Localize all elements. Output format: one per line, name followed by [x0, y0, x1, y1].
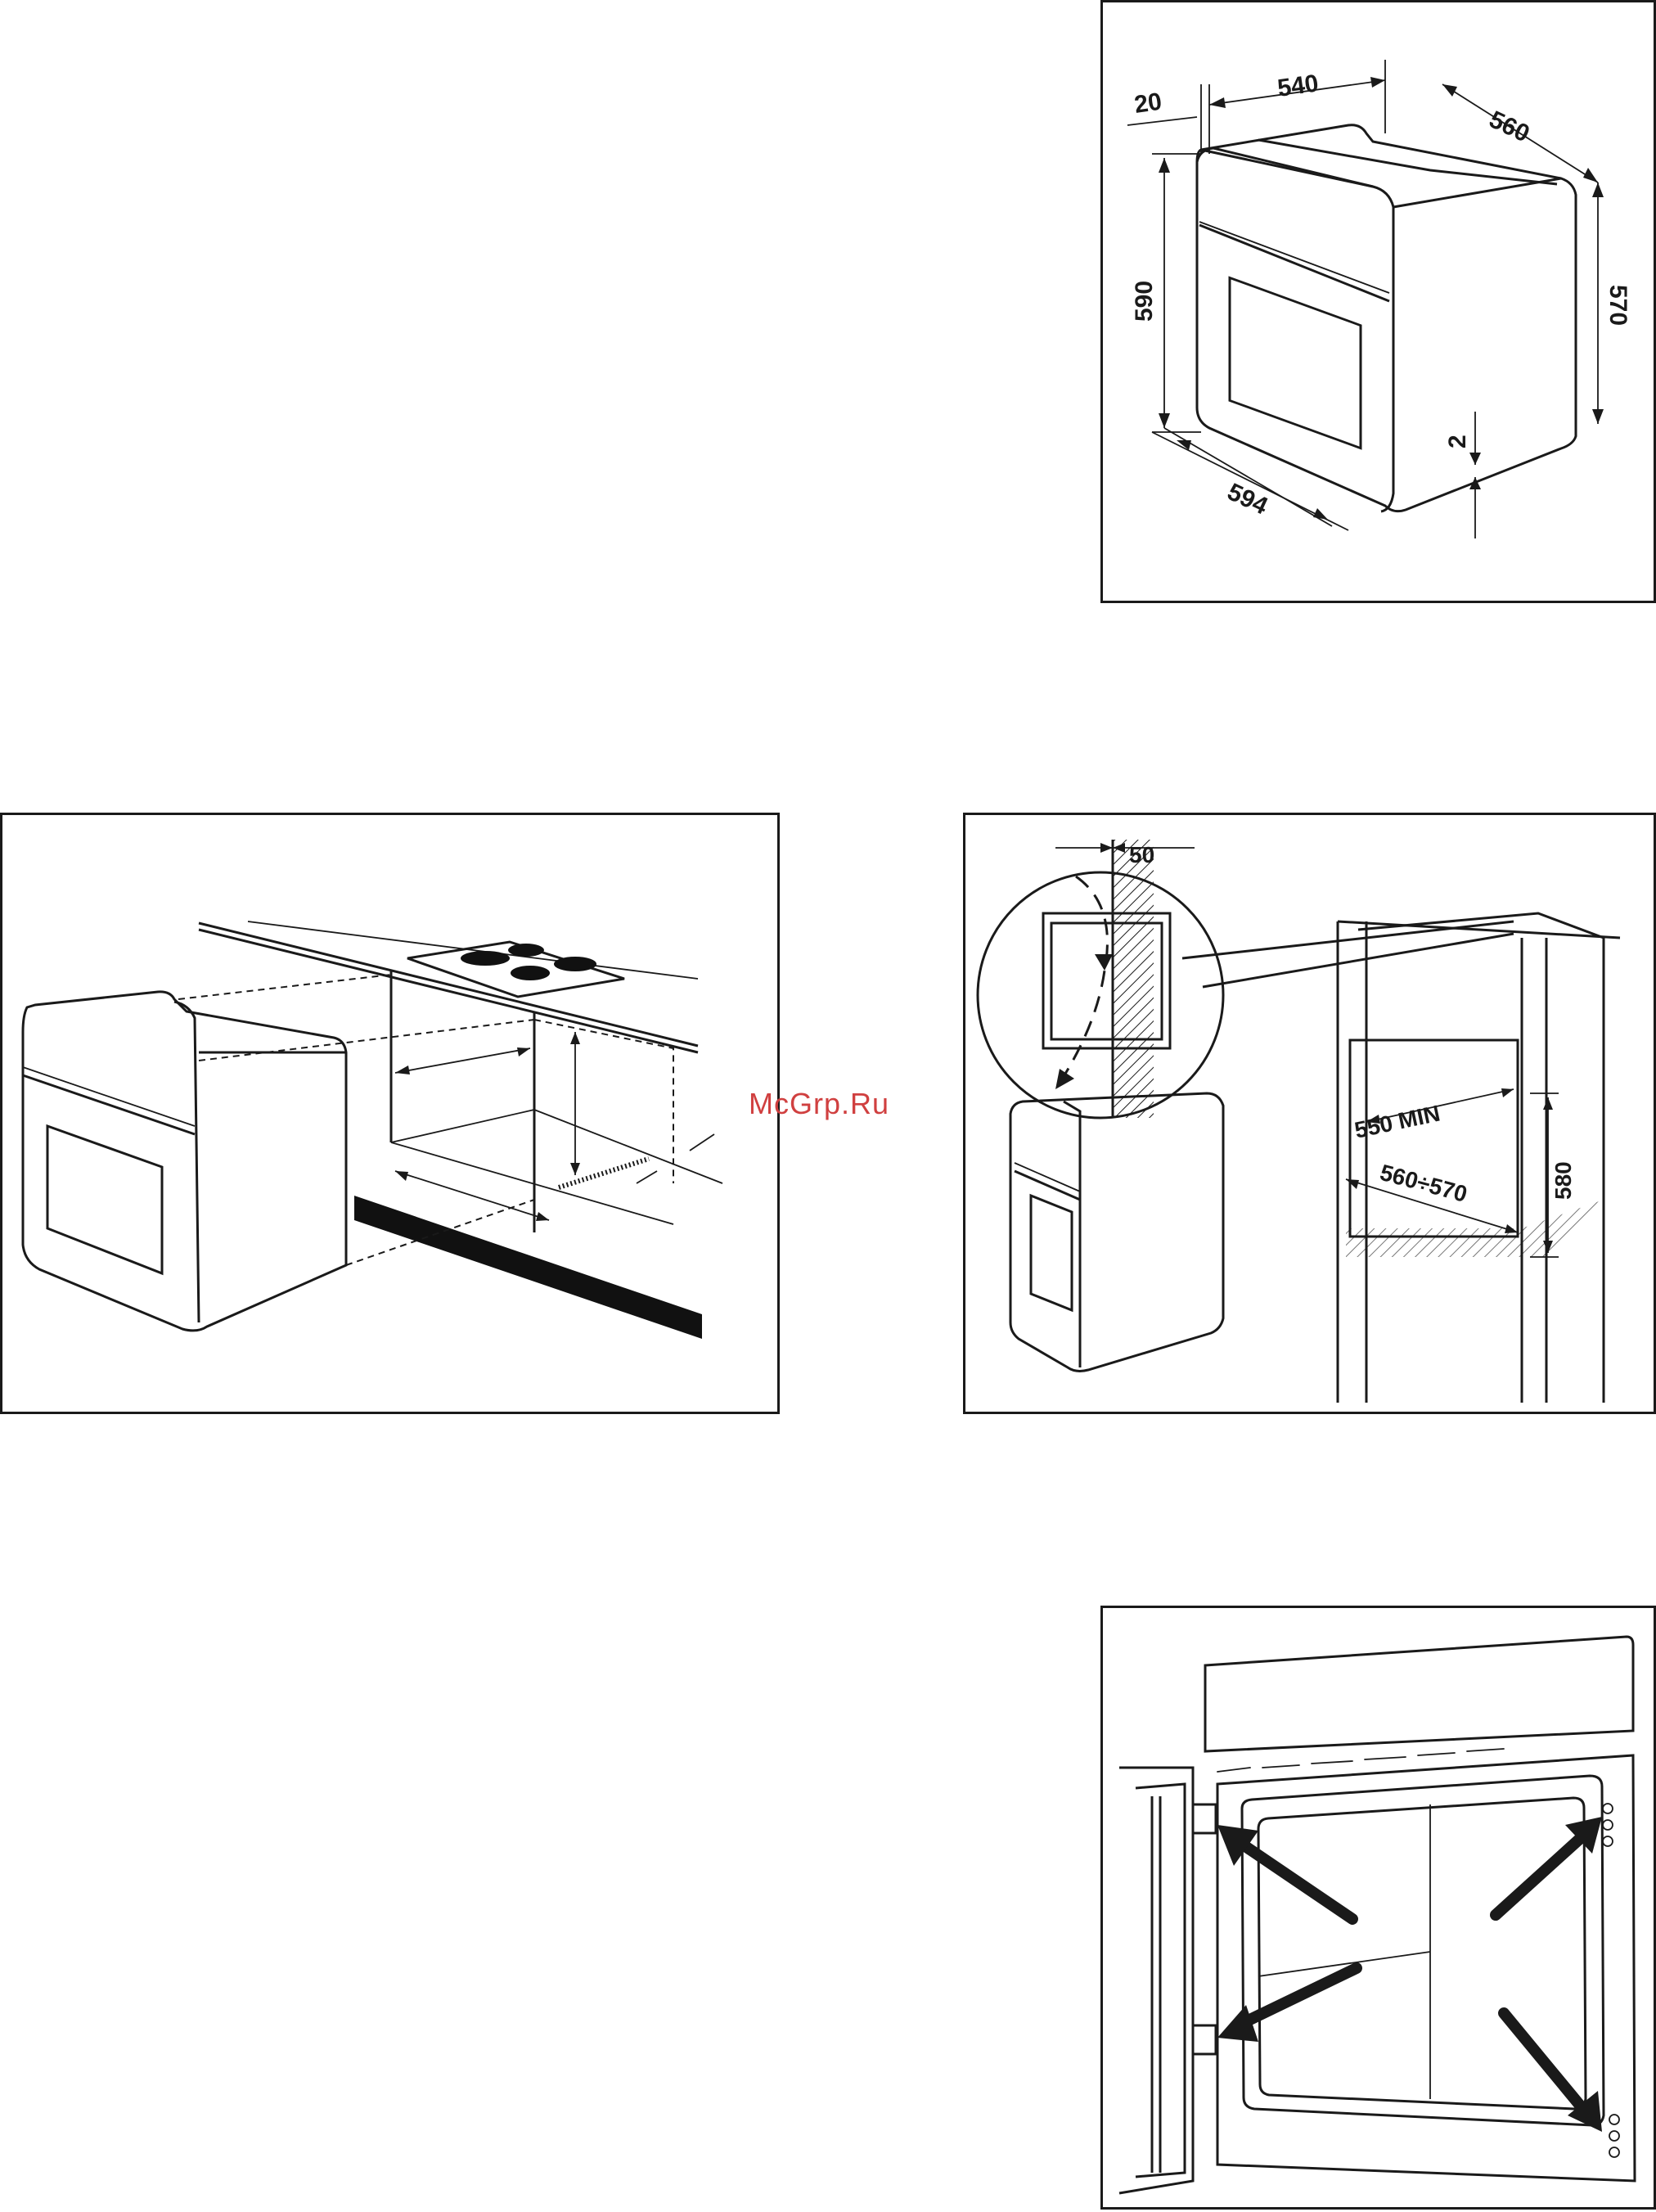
oven-fixing-points-panel [1100, 1606, 1656, 2210]
dim-20-label: 20 [1132, 88, 1163, 119]
dim-540-label: 540 [1276, 70, 1320, 102]
dim-2-label: 2 [1444, 435, 1471, 448]
column-installation-panel: 50 550 MIN 580 560÷570 [963, 813, 1656, 1414]
dim-560-label: 560 [1485, 106, 1533, 147]
undercounter-installation-panel [0, 813, 780, 1414]
dim-560-570-label: 560÷570 [1377, 1160, 1469, 1207]
dim-50-label: 50 [1129, 842, 1154, 867]
oven-fixing-points-drawing [1103, 1608, 1656, 2212]
undercounter-installation-drawing [2, 815, 782, 1417]
dim-580-label: 580 [1550, 1161, 1576, 1200]
dim-570-label: 570 [1604, 285, 1631, 326]
watermark-text: McGrp.Ru [749, 1087, 889, 1121]
oven-dimensions-drawing: 20 540 560 590 570 2 594 [1103, 2, 1656, 606]
dim-590-label: 590 [1131, 281, 1158, 322]
dim-594-label: 594 [1223, 478, 1272, 520]
column-installation-drawing: 50 550 MIN 580 560÷570 [965, 815, 1656, 1417]
oven-dimensions-panel: 20 540 560 590 570 2 594 [1100, 0, 1656, 603]
